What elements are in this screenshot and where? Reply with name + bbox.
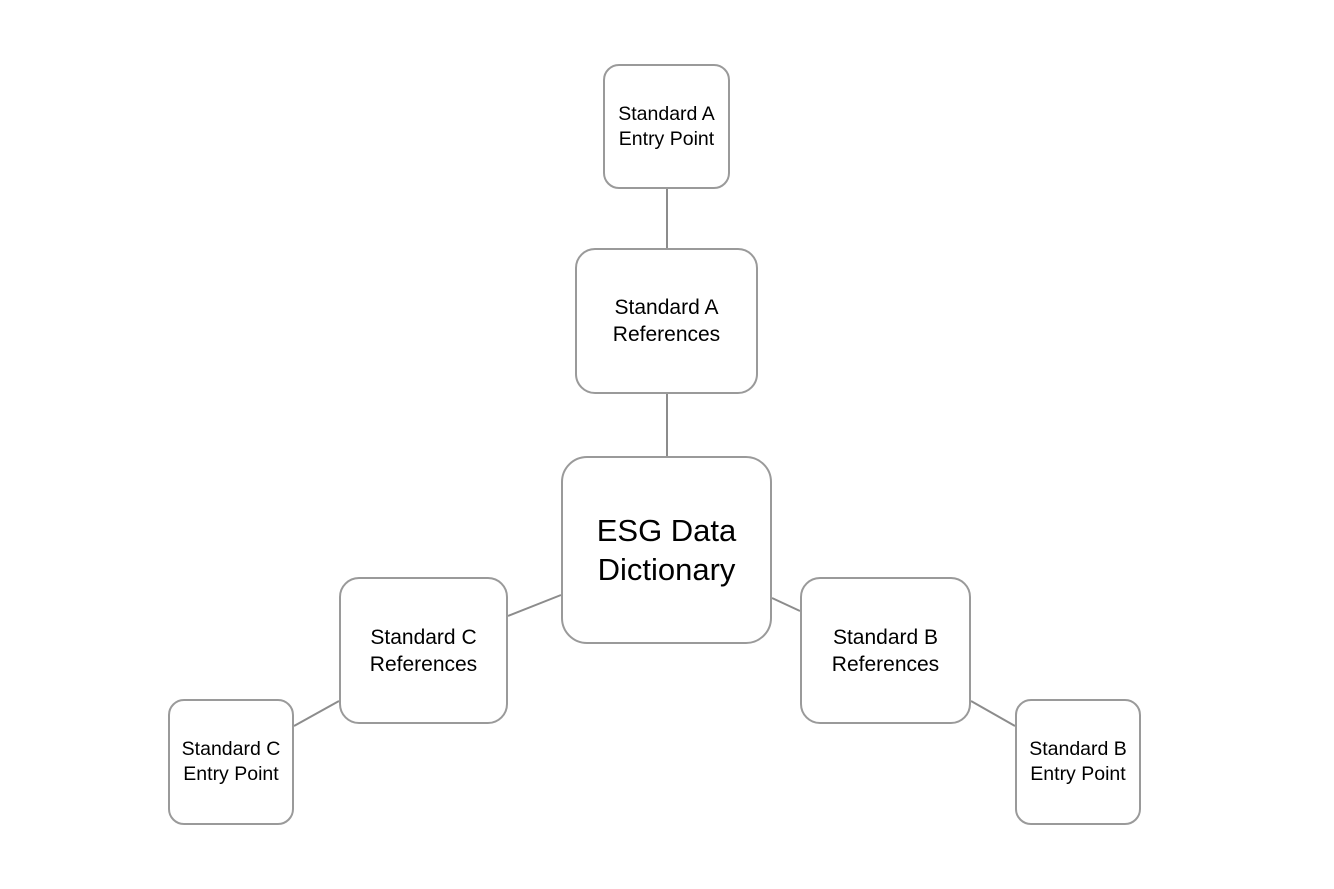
- node-standard-b-entry-point: Standard B Entry Point: [1015, 699, 1141, 825]
- node-standard-a-entry-point: Standard A Entry Point: [603, 64, 730, 189]
- node-label-line: Entry Point: [183, 763, 279, 785]
- node-label-line: Standard C: [181, 738, 281, 760]
- node-label-line: References: [369, 652, 478, 676]
- node-label-line: Standard B: [832, 625, 939, 649]
- node-standard-b-references: Standard B References: [800, 577, 971, 724]
- node-standard-c-entry-point: Standard C Entry Point: [168, 699, 294, 825]
- node-standard-a-references: Standard A References: [575, 248, 758, 394]
- node-label-line: Standard C: [370, 625, 477, 649]
- node-label-line: Standard B: [1029, 738, 1127, 760]
- edge-center-to-b-references: [771, 597, 801, 612]
- node-esg-data-dictionary: ESG Data Dictionary: [561, 456, 772, 644]
- node-label-line: References: [831, 652, 940, 676]
- node-label-line: Standard A: [618, 102, 715, 125]
- node-label-line: Dictionary: [597, 552, 736, 587]
- node-label-line: Entry Point: [1030, 763, 1126, 785]
- edge-c-references-to-c-entry: [293, 700, 340, 727]
- node-label-line: References: [612, 323, 721, 346]
- edge-b-references-to-b-entry: [970, 700, 1016, 727]
- edge-center-to-c-references: [507, 594, 562, 617]
- node-label-line: Entry Point: [618, 127, 715, 150]
- node-label-line: ESG Data: [596, 513, 737, 548]
- node-label-line: Standard A: [614, 296, 719, 319]
- node-standard-c-references: Standard C References: [339, 577, 508, 724]
